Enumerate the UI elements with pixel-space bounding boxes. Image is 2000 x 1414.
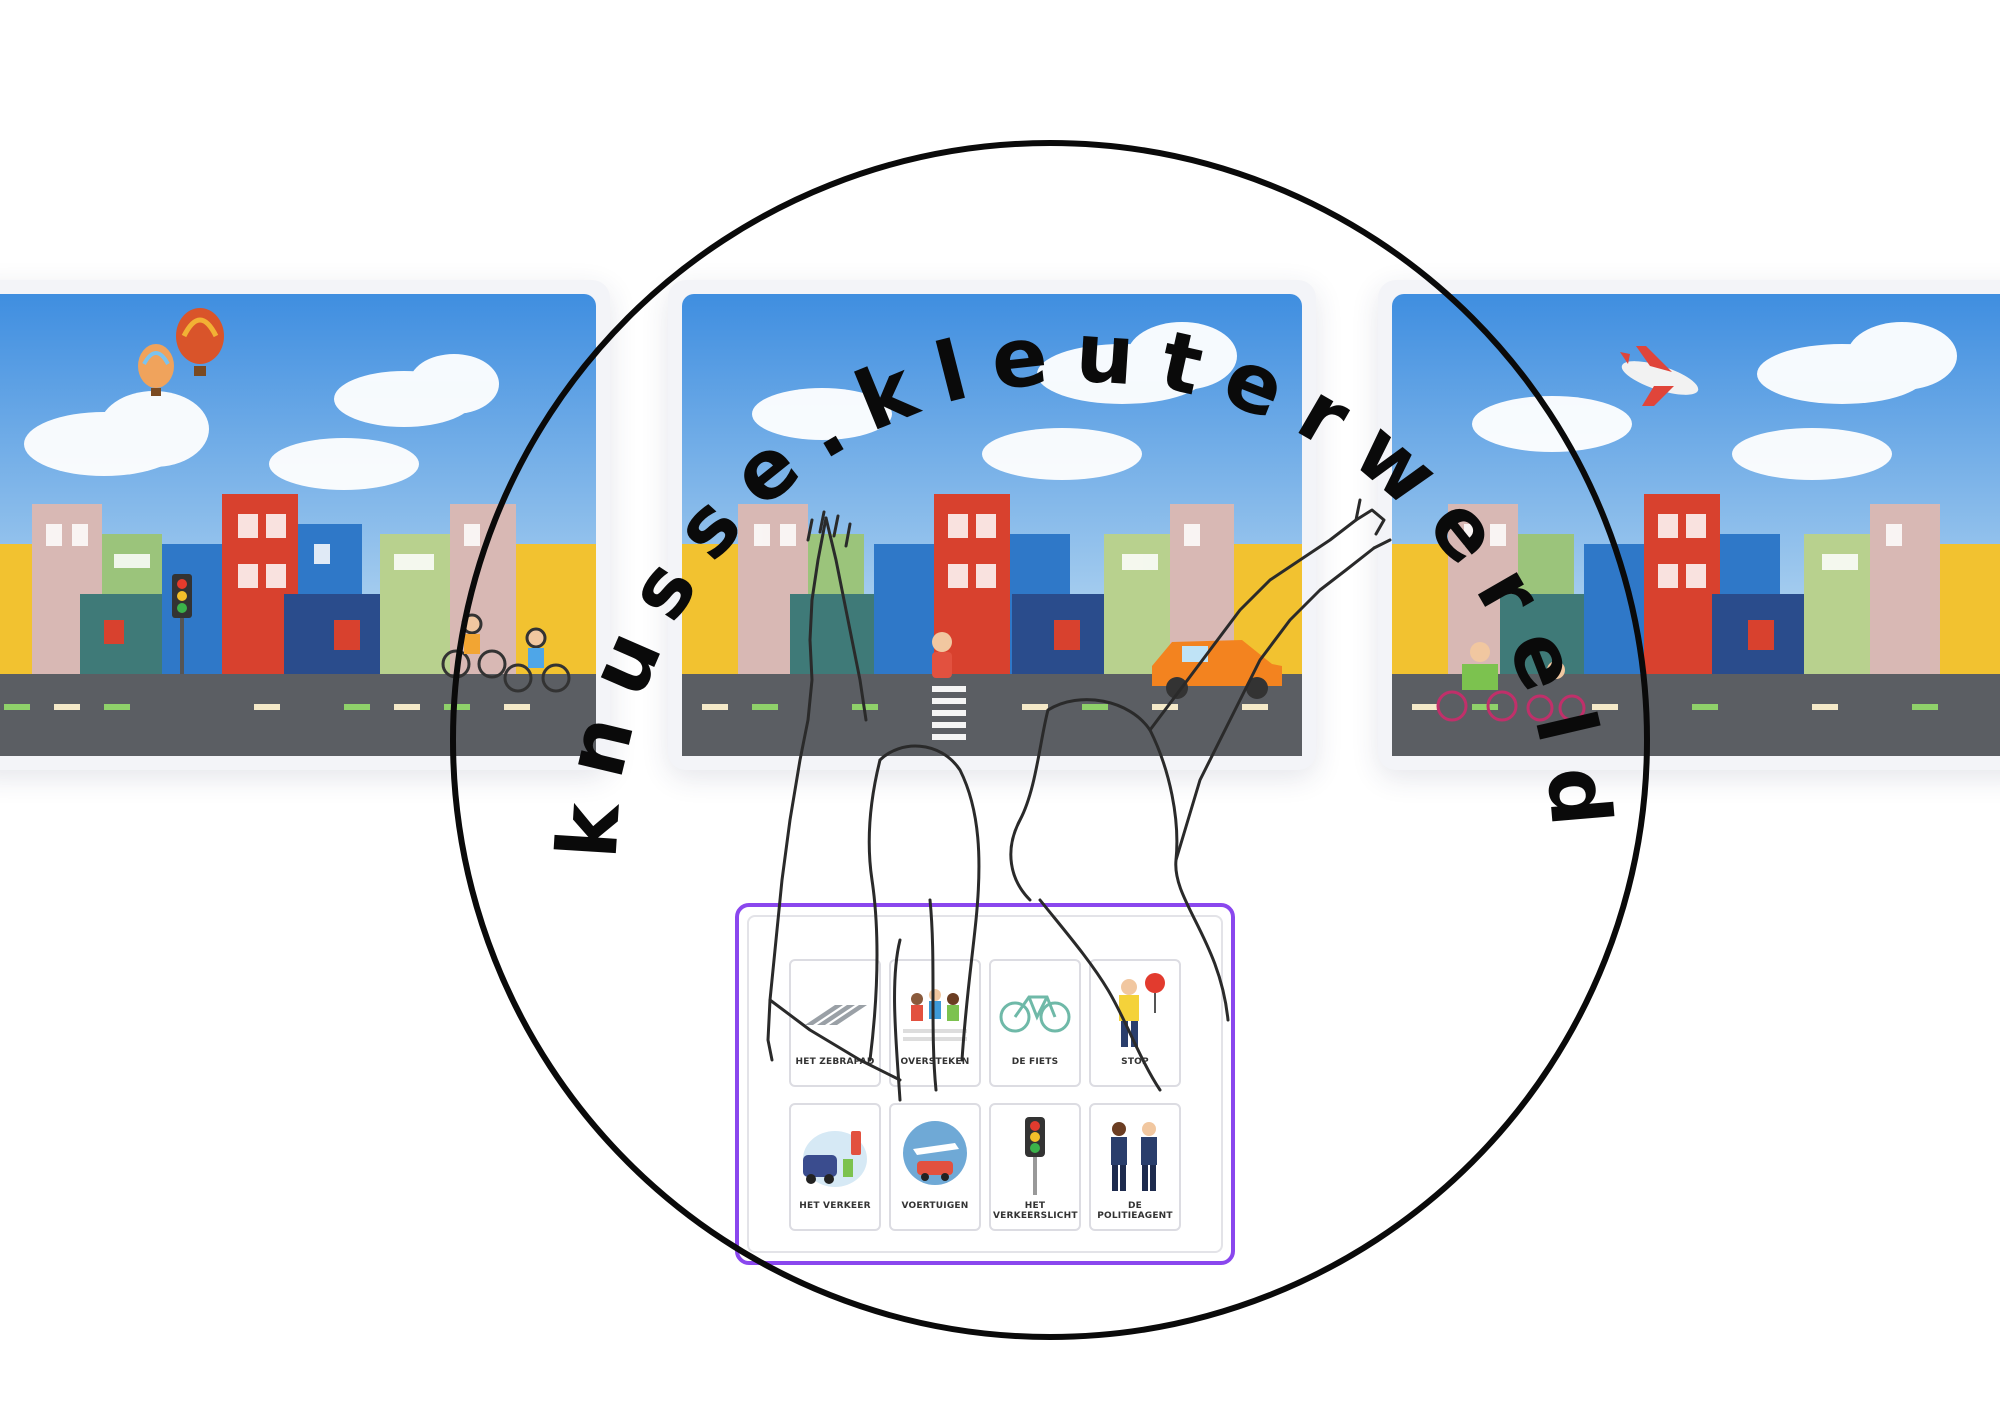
hot-air-balloon-icon bbox=[138, 308, 224, 396]
crossing-children-icon bbox=[903, 989, 967, 1041]
vocab-card-politieagent[interactable]: DE POLITIEAGENT bbox=[1089, 1103, 1181, 1231]
vocab-board-inner: HET ZEBRAPAD OVERSTEKEN DE bbox=[747, 915, 1223, 1253]
scene-card-crossing[interactable] bbox=[668, 280, 1316, 770]
vocab-label: DE POLITIEAGENT bbox=[1097, 1201, 1173, 1221]
vocab-card-voertuigen[interactable]: VOERTUIGEN bbox=[889, 1103, 981, 1231]
stop-officer-icon bbox=[1119, 973, 1165, 1047]
scene-balloons-illustration bbox=[0, 294, 596, 756]
vocab-card-verkeerslicht[interactable]: HET VERKEERSLICHT bbox=[989, 1103, 1081, 1231]
scene-card-airplane[interactable] bbox=[1378, 280, 2000, 770]
vocab-label: HET VERKEERSLICHT bbox=[993, 1201, 1078, 1221]
vocab-card-oversteken[interactable]: OVERSTEKEN bbox=[889, 959, 981, 1087]
scene-crossing-illustration bbox=[682, 294, 1302, 756]
traffic-light-icon bbox=[172, 574, 192, 674]
child-crossing-icon bbox=[932, 632, 952, 678]
vocab-label: HET ZEBRAPAD bbox=[795, 1057, 875, 1067]
vocab-label: STOP bbox=[1121, 1057, 1149, 1067]
vocab-label: VOERTUIGEN bbox=[901, 1201, 969, 1211]
vehicles-icon bbox=[903, 1121, 967, 1185]
vocab-label: HET VERKEER bbox=[799, 1201, 871, 1211]
vocab-card-fiets[interactable]: DE FIETS bbox=[989, 959, 1081, 1087]
traffic-icon bbox=[803, 1131, 867, 1187]
scene-airplane-illustration bbox=[1392, 294, 2000, 756]
vocab-card-verkeer[interactable]: HET VERKEER bbox=[789, 1103, 881, 1231]
vocab-board[interactable]: HET ZEBRAPAD OVERSTEKEN DE bbox=[735, 903, 1235, 1265]
vocab-card-zebrapad[interactable]: HET ZEBRAPAD bbox=[789, 959, 881, 1087]
vocab-card-stop[interactable]: STOP bbox=[1089, 959, 1181, 1087]
zebra-crossing-icon bbox=[805, 1005, 867, 1025]
cloud-icon bbox=[24, 354, 499, 490]
police-officer-icon bbox=[1111, 1122, 1157, 1191]
scene-card-balloons[interactable] bbox=[0, 280, 610, 770]
vocab-label: DE FIETS bbox=[1011, 1057, 1059, 1067]
bicycle-icon bbox=[999, 995, 1071, 1033]
traffic-light-icon bbox=[1025, 1117, 1045, 1195]
vocab-label: OVERSTEKEN bbox=[900, 1057, 970, 1067]
houses-row bbox=[0, 494, 596, 674]
